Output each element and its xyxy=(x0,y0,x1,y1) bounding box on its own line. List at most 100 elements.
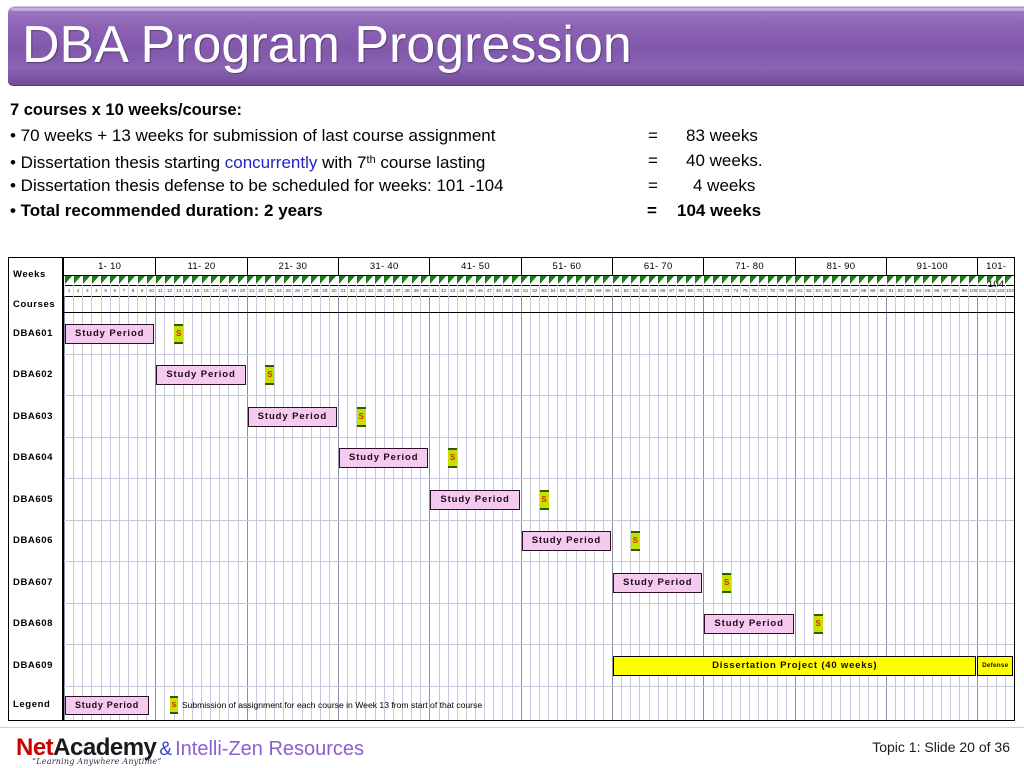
gantt-row[interactable]: Study Period S xyxy=(64,479,1014,521)
sawtooth-tooth xyxy=(311,276,319,284)
week-gridline xyxy=(292,296,293,720)
slide-meta: Topic 1: Slide 20 of 36 xyxy=(872,739,1010,755)
legend-note-text: Submission of assignment for each course… xyxy=(181,700,483,710)
sawtooth-tooth xyxy=(484,276,492,284)
title-plate: DBA Program Progression xyxy=(8,6,1024,86)
logo-tagline: “Learning Anywhere Anytime” xyxy=(32,757,162,766)
week-number-cell: 62 xyxy=(621,285,630,296)
submission-marker-icon[interactable]: S xyxy=(813,614,823,635)
study-period-bar[interactable]: Study Period xyxy=(156,365,246,386)
week-number-cell: 63 xyxy=(630,285,639,296)
week-group-21-30: 21- 30 xyxy=(246,258,339,276)
week-number-cell: 29 xyxy=(319,285,329,296)
submission-marker-icon[interactable]: S xyxy=(722,572,732,593)
defense-bar[interactable]: Defense xyxy=(977,655,1013,676)
sawtooth-tooth xyxy=(767,276,775,284)
gantt-row[interactable]: Study Period S xyxy=(64,313,1014,355)
week-gridline xyxy=(767,296,768,720)
sawtooth-tooth xyxy=(923,276,931,284)
sawtooth-tooth xyxy=(101,276,109,284)
sawtooth-tooth xyxy=(82,276,90,284)
dissertation-bar[interactable]: Dissertation Project (40 weeks) xyxy=(613,655,977,676)
sawtooth-tooth xyxy=(128,276,136,284)
week-gridline xyxy=(146,296,147,720)
study-period-bar[interactable]: Study Period xyxy=(704,614,794,635)
week-gridline xyxy=(174,296,175,720)
week-gridline xyxy=(329,296,330,720)
sawtooth-tooth xyxy=(904,276,912,284)
week-gridline xyxy=(375,296,376,720)
week-number-cell: 21 xyxy=(246,285,256,296)
week-number-cell: 5 xyxy=(100,285,110,296)
sawtooth-tooth xyxy=(320,276,328,284)
sawtooth-tooth xyxy=(493,276,501,284)
submission-marker-icon[interactable]: S xyxy=(174,323,184,344)
sawtooth-tooth xyxy=(731,276,739,284)
sawtooth-tooth xyxy=(987,276,995,284)
slide-title-bar: DBA Program Progression xyxy=(8,6,1024,88)
study-period-bar[interactable]: Study Period xyxy=(65,323,155,344)
sawtooth-tooth xyxy=(375,276,383,284)
gantt-row[interactable]: Study Period S xyxy=(64,604,1014,645)
sawtooth-tooth xyxy=(959,276,967,284)
submission-marker-icon[interactable]: S xyxy=(448,448,458,469)
gantt-courses-header-row xyxy=(64,296,1014,313)
gantt-row[interactable]: Dissertation Project (40 weeks)Defense xyxy=(64,645,1014,687)
week-gridline xyxy=(758,296,759,720)
week-number-cell: 47 xyxy=(484,285,493,296)
row-label-dba608: DBA608 xyxy=(13,618,54,630)
gantt-row[interactable]: Study Period S xyxy=(64,521,1014,562)
sawtooth-tooth xyxy=(502,276,510,284)
row-label-dba605: DBA605 xyxy=(13,493,54,505)
sawtooth-tooth xyxy=(804,276,812,284)
week-group-gridline xyxy=(247,296,248,720)
week-group-91-100: 91-100 xyxy=(886,258,978,276)
study-period-bar[interactable]: Study Period xyxy=(430,489,520,510)
week-gridline xyxy=(840,296,841,720)
week-number-cell: 48 xyxy=(493,285,502,296)
submission-marker-icon[interactable]: S xyxy=(356,406,366,427)
row-label-dba609: DBA609 xyxy=(13,659,54,671)
week-number-cell: 9 xyxy=(137,285,146,296)
week-number-cell: 32 xyxy=(347,285,356,296)
week-gridline xyxy=(101,296,102,720)
week-gridline xyxy=(968,296,969,720)
submission-marker-icon[interactable]: S xyxy=(539,489,549,510)
week-number-cell: 103 xyxy=(995,285,1005,296)
week-gridline xyxy=(228,296,229,720)
gantt-row[interactable]: Study Period S xyxy=(64,355,1014,396)
week-gridline xyxy=(850,296,851,720)
week-number-cell: 73 xyxy=(721,285,731,296)
sawtooth-tooth xyxy=(238,276,246,284)
logo-ampersand: & xyxy=(159,739,173,760)
sawtooth-tooth xyxy=(777,276,784,284)
week-gridline xyxy=(639,296,640,720)
week-group-101-104: 101-104 xyxy=(977,258,1014,290)
study-period-bar[interactable]: Study Period xyxy=(613,572,703,593)
week-gridline xyxy=(530,296,531,720)
bullet-item-4-equals: = xyxy=(647,201,657,220)
week-group-61-70: 61- 70 xyxy=(612,258,704,276)
study-period-bar[interactable]: Study Period xyxy=(521,531,612,552)
week-number-cell: 93 xyxy=(904,285,913,296)
week-number-cell: 53 xyxy=(539,285,548,296)
week-number-cell: 24 xyxy=(274,285,283,296)
gantt-row[interactable]: Study Period S xyxy=(64,562,1014,604)
sawtooth-tooth xyxy=(977,276,985,284)
week-gridline xyxy=(393,296,394,720)
study-period-bar[interactable]: Study Period xyxy=(339,448,429,469)
study-period-bar[interactable]: Study Period xyxy=(247,406,338,427)
sawtooth-tooth xyxy=(302,276,309,284)
submission-marker-icon[interactable]: S xyxy=(630,531,640,552)
week-number-cell: 30 xyxy=(328,285,338,296)
week-group-1-10: 1- 10 xyxy=(64,258,156,276)
submission-marker-icon[interactable]: S xyxy=(265,365,275,386)
sawtooth-tooth xyxy=(384,276,392,284)
logo-academy: Academy xyxy=(53,734,157,761)
week-number-cell: 89 xyxy=(867,285,877,296)
week-gridline xyxy=(576,296,577,720)
sawtooth-tooth xyxy=(822,276,830,284)
gantt-row[interactable]: Study Period S xyxy=(64,438,1014,479)
gantt-row[interactable]: Study Period S xyxy=(64,396,1014,438)
week-number-cell: 85 xyxy=(831,285,840,296)
